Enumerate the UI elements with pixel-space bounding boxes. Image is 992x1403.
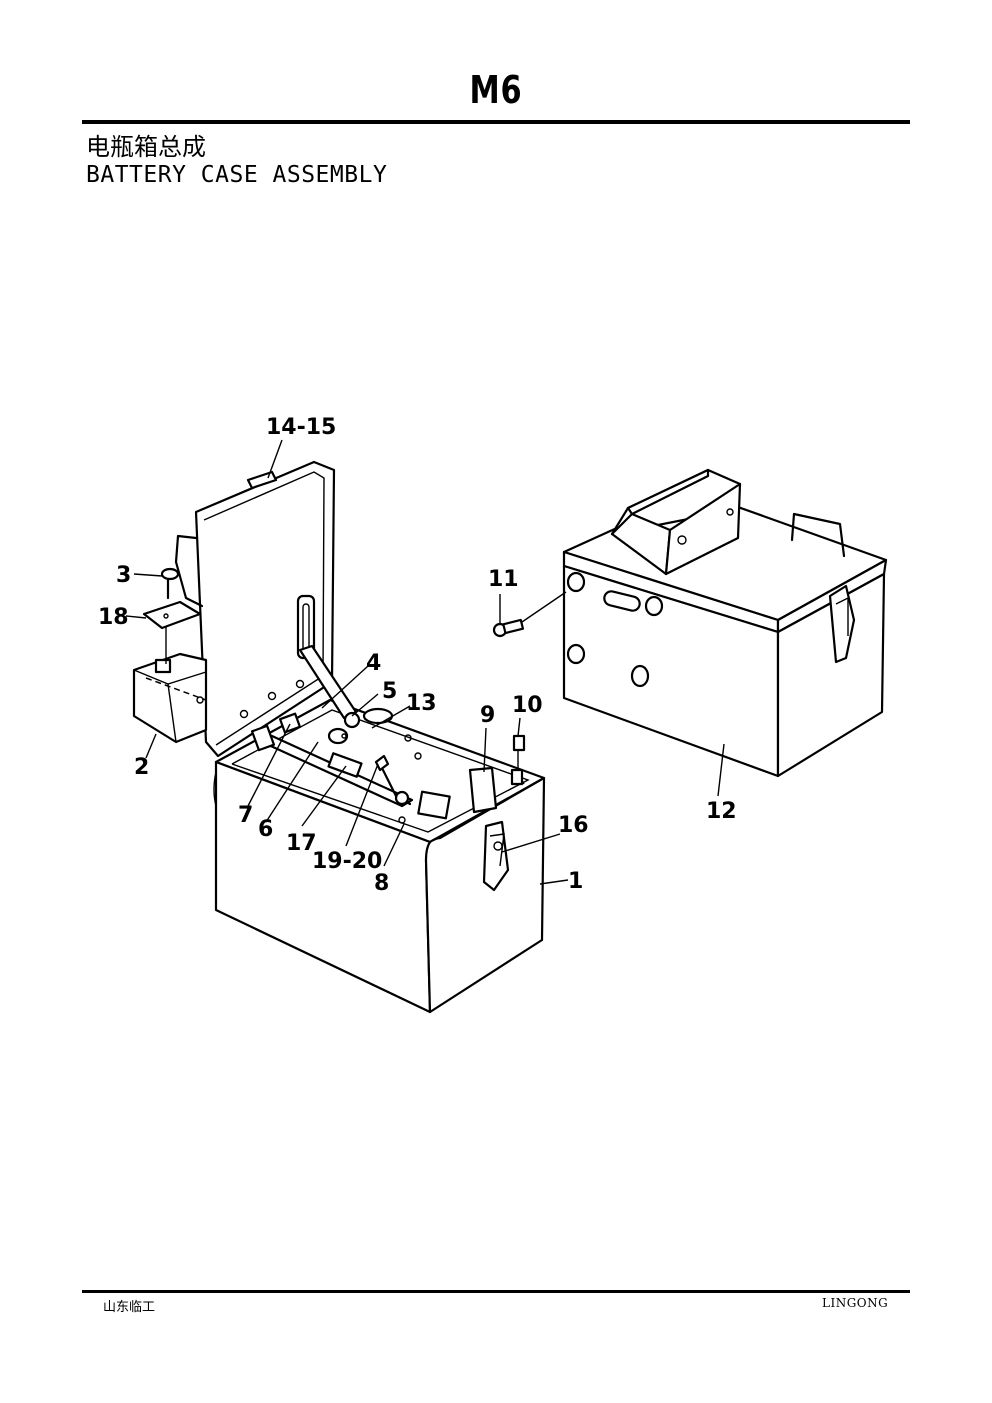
closed-battery-box	[562, 468, 888, 778]
footer-rule	[82, 1290, 910, 1293]
title-english: BATTERY CASE ASSEMBLY	[86, 162, 388, 188]
bolt-11	[492, 591, 567, 638]
callout-labels: 14-15 3 18 2 4 5 13 9 10 11 7 6 17 19-20…	[98, 415, 737, 896]
header-rule	[82, 120, 910, 124]
callout-10: 10	[512, 693, 543, 718]
terminal-box	[132, 567, 208, 744]
callout-19-20: 19-20	[312, 849, 382, 874]
callout-17: 17	[286, 831, 317, 856]
callout-6: 6	[258, 817, 273, 842]
callout-16: 16	[558, 813, 589, 838]
callout-1: 1	[568, 869, 583, 894]
page-code: M6	[469, 68, 523, 112]
box-lid	[194, 460, 336, 758]
callout-9: 9	[480, 703, 495, 728]
title-chinese: 电瓶箱总成	[86, 133, 206, 161]
callout-8: 8	[374, 871, 389, 896]
callout-2: 2	[134, 755, 149, 780]
callout-3: 3	[116, 563, 131, 588]
callout-18: 18	[98, 605, 129, 630]
callout-4: 4	[366, 651, 381, 676]
callout-13: 13	[406, 691, 437, 716]
leader-lines	[125, 439, 725, 885]
latch	[482, 820, 510, 892]
callout-12: 12	[706, 799, 737, 824]
callout-7: 7	[238, 803, 253, 828]
footer-brand-en: LINGONG	[822, 1296, 889, 1310]
open-battery-box	[174, 460, 546, 1014]
callout-11: 11	[488, 567, 519, 592]
footer-brand-cn: 山东临工	[103, 1300, 156, 1315]
callout-14-15: 14-15	[266, 415, 336, 440]
callout-5: 5	[382, 679, 397, 704]
